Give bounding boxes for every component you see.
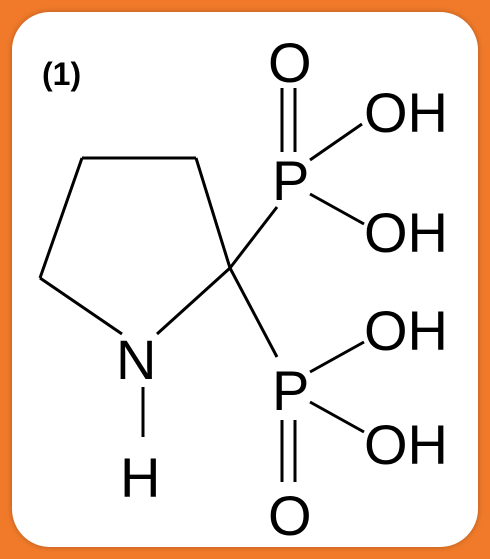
bond-p-oh-2 [309, 192, 365, 226]
atom-oh-1: OH [364, 81, 448, 144]
molecule-structure: O P OH OH N H P OH OH O [38, 31, 448, 547]
bond-ring-n-left [39, 276, 123, 336]
atom-n: N [116, 328, 156, 391]
bond-p-oh-3 [309, 340, 365, 374]
bond-ring-top-right [194, 157, 232, 269]
bond-ring-left [38, 157, 84, 279]
structure-panel: (1) O [12, 12, 478, 547]
atom-oh-4: OH [364, 413, 448, 476]
atom-p-top: P [272, 149, 309, 212]
compound-label: (1) [42, 56, 82, 92]
bond-p-oh-4 [309, 400, 365, 434]
bond-c-p-bottom [228, 267, 279, 358]
atom-h: H [120, 446, 160, 509]
atom-o-top: O [268, 31, 312, 94]
bond-ring-n-right [155, 266, 232, 336]
atom-p-bottom: P [272, 359, 309, 422]
bond-c-p-top [228, 206, 279, 269]
atom-o-bottom: O [268, 484, 312, 547]
atom-oh-2: OH [364, 201, 448, 264]
bond-p-oh-1 [309, 122, 363, 162]
atom-oh-3: OH [364, 299, 448, 362]
